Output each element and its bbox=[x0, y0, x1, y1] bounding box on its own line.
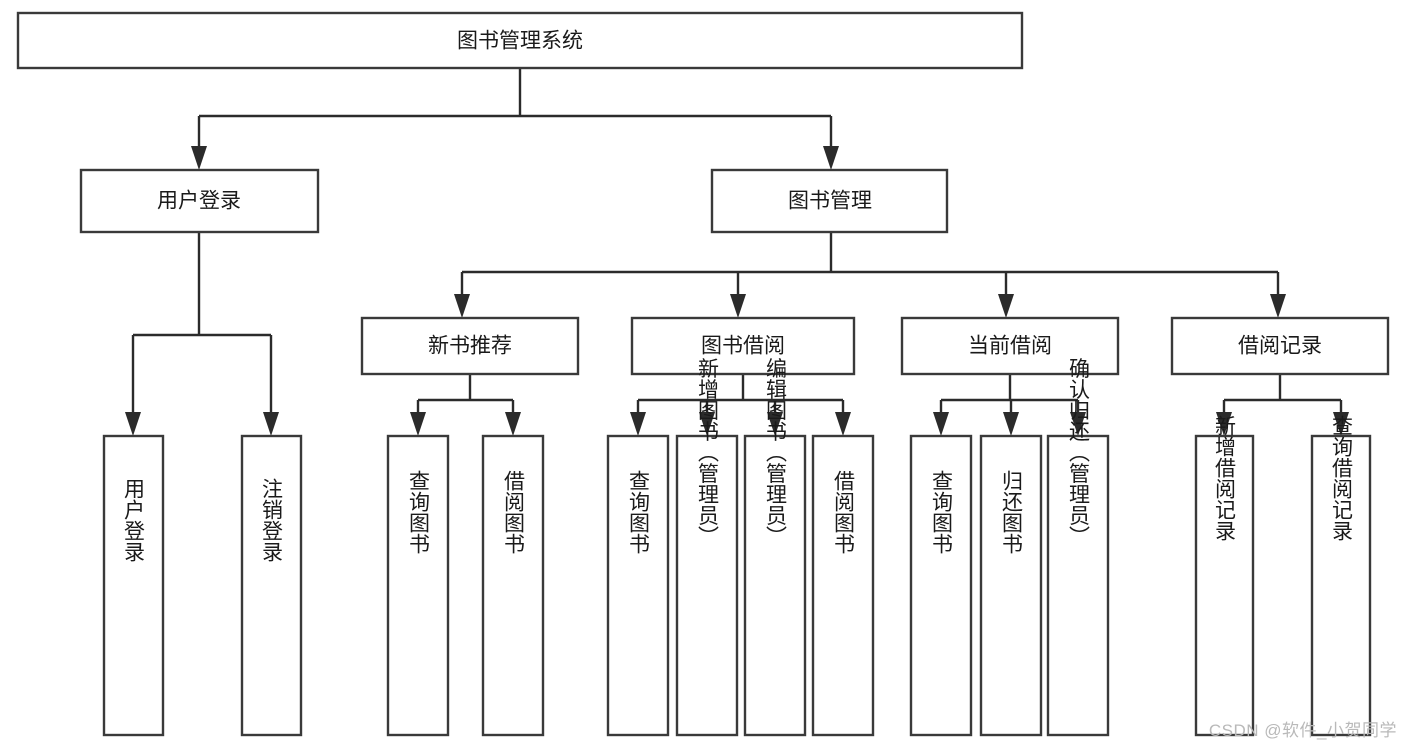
node-user-login-label: 用户登录 bbox=[157, 190, 241, 213]
node-borrow-record-label: 借阅记录 bbox=[1238, 335, 1322, 358]
arrow-head-current-borrow bbox=[998, 294, 1014, 318]
node-current-borrow-label: 当前借阅 bbox=[968, 335, 1052, 358]
node-leaf-edit-book-label: 编辑图书（管理员） bbox=[764, 358, 788, 547]
node-new-book-recommend-label: 新书推荐 bbox=[428, 335, 512, 358]
node-leaf-query-book-2[interactable]: 查询图书 bbox=[606, 434, 670, 737]
arrow-head-new-book-recommend bbox=[454, 294, 470, 318]
node-book-borrow-label: 图书借阅 bbox=[701, 335, 785, 358]
node-leaf-query-book-1[interactable]: 查询图书 bbox=[386, 434, 450, 737]
node-leaf-user-login[interactable]: 用户登录 bbox=[102, 434, 165, 737]
node-book-manage-label: 图书管理 bbox=[788, 190, 872, 213]
node-current-borrow[interactable]: 当前借阅 bbox=[900, 316, 1120, 376]
node-leaf-logout-login-label: 注销登录 bbox=[260, 478, 284, 562]
arrow-head-leaf-borrow-book-1 bbox=[505, 412, 521, 436]
arrow-head-book-manage bbox=[823, 146, 839, 170]
node-leaf-borrow-book-1[interactable]: 借阅图书 bbox=[481, 434, 545, 737]
node-leaf-query-book-3[interactable]: 查询图书 bbox=[909, 434, 973, 737]
node-leaf-confirm-return[interactable]: 确认归还（管理员） bbox=[1046, 358, 1110, 737]
node-leaf-borrow-book-1-label: 借阅图书 bbox=[502, 470, 526, 554]
node-new-book-recommend[interactable]: 新书推荐 bbox=[360, 316, 580, 376]
edge-layer bbox=[125, 68, 1349, 436]
arrow-head-leaf-user-login bbox=[125, 412, 141, 436]
arrow-head-leaf-add-book bbox=[699, 412, 715, 436]
node-leaf-add-record[interactable]: 新增借阅记录 bbox=[1194, 415, 1255, 737]
node-leaf-query-book-2-label: 查询图书 bbox=[627, 470, 651, 554]
node-leaf-user-login-label: 用户登录 bbox=[122, 478, 146, 562]
node-book-borrow[interactable]: 图书借阅 bbox=[630, 316, 856, 376]
node-leaf-borrow-book-2[interactable]: 借阅图书 bbox=[811, 434, 875, 737]
arrow-head-leaf-confirm-return bbox=[1070, 412, 1086, 436]
node-root[interactable]: 图书管理系统 bbox=[16, 11, 1024, 70]
arrow-head-leaf-query-book-1 bbox=[410, 412, 426, 436]
node-leaf-query-book-3-label: 查询图书 bbox=[930, 470, 954, 554]
node-leaf-confirm-return-label: 确认归还（管理员） bbox=[1067, 358, 1091, 547]
node-leaf-query-record-label: 查询借阅记录 bbox=[1330, 415, 1354, 541]
arrow-head-leaf-return-book bbox=[1003, 412, 1019, 436]
arrow-head-book-borrow bbox=[730, 294, 746, 318]
node-user-login[interactable]: 用户登录 bbox=[79, 168, 320, 234]
arrow-head-borrow-record bbox=[1270, 294, 1286, 318]
arrow-head-user-login bbox=[191, 146, 207, 170]
arrow-head-leaf-query-record bbox=[1333, 412, 1349, 436]
node-leaf-return-book-label: 归还图书 bbox=[1000, 470, 1024, 554]
node-borrow-record[interactable]: 借阅记录 bbox=[1170, 316, 1390, 376]
node-leaf-add-record-label: 新增借阅记录 bbox=[1213, 415, 1237, 541]
node-leaf-edit-book[interactable]: 编辑图书（管理员） bbox=[743, 358, 807, 737]
arrow-head-leaf-logout-login bbox=[263, 412, 279, 436]
arrow-head-leaf-borrow-book-2 bbox=[835, 412, 851, 436]
node-leaf-logout-login[interactable]: 注销登录 bbox=[240, 434, 303, 737]
node-book-manage[interactable]: 图书管理 bbox=[710, 168, 949, 234]
node-leaf-return-book[interactable]: 归还图书 bbox=[979, 434, 1043, 737]
node-leaf-add-book-label: 新增图书（管理员） bbox=[696, 358, 720, 547]
arrow-head-leaf-edit-book bbox=[767, 412, 783, 436]
node-leaf-query-book-1-label: 查询图书 bbox=[407, 470, 431, 554]
arrow-head-leaf-query-book-3 bbox=[933, 412, 949, 436]
node-leaf-query-record[interactable]: 查询借阅记录 bbox=[1310, 415, 1372, 737]
arrow-head-leaf-add-record bbox=[1216, 412, 1232, 436]
node-leaf-borrow-book-2-label: 借阅图书 bbox=[832, 470, 856, 554]
arrow-head-leaf-query-book-2 bbox=[630, 412, 646, 436]
node-leaf-add-book[interactable]: 新增图书（管理员） bbox=[675, 358, 739, 737]
node-root-label: 图书管理系统 bbox=[457, 30, 583, 53]
